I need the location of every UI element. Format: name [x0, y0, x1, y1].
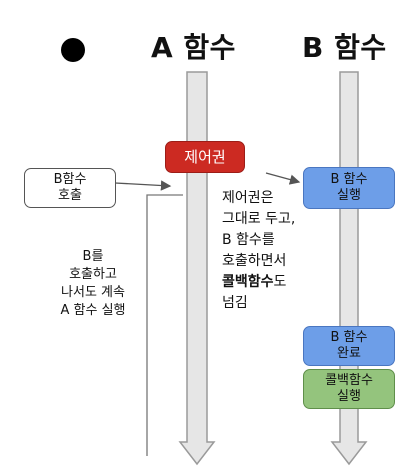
- callback-emphasis: 콜백함수: [222, 274, 274, 290]
- handoff-arrow: [265, 172, 301, 185]
- right-note-line: 제어권은: [222, 190, 274, 206]
- start-dot-icon: [61, 38, 85, 62]
- right-note: 제어권은 그대로 두고, B 함수를 호출하면서 콜백함수도 넘김: [222, 188, 332, 314]
- callback-run-box: 콜백함수 실행: [303, 369, 395, 409]
- timeline-a: [178, 71, 216, 466]
- left-note: B를 호출하고 나서도 계속 A 함수 실행: [60, 249, 126, 318]
- right-note-line: 호출하면서: [222, 253, 287, 269]
- right-note-suffix: 도: [273, 274, 287, 290]
- right-note-line: 콜백함수도: [222, 272, 332, 293]
- left-bracket-line: [146, 194, 183, 456]
- call-arrow: [114, 180, 172, 191]
- b-run-box: B 함수 실행: [303, 167, 395, 209]
- right-note-line: 그대로 두고,: [222, 211, 296, 227]
- header-b-function: B 함수: [302, 31, 387, 64]
- right-note-line: B 함수를: [222, 232, 275, 248]
- b-done-box: B 함수 완료: [303, 326, 395, 366]
- header-a-function: A 함수: [151, 31, 236, 64]
- call-b-box: B함수 호출: [24, 168, 116, 208]
- right-note-line: 넘김: [222, 295, 248, 311]
- control-box: 제어권: [165, 141, 245, 173]
